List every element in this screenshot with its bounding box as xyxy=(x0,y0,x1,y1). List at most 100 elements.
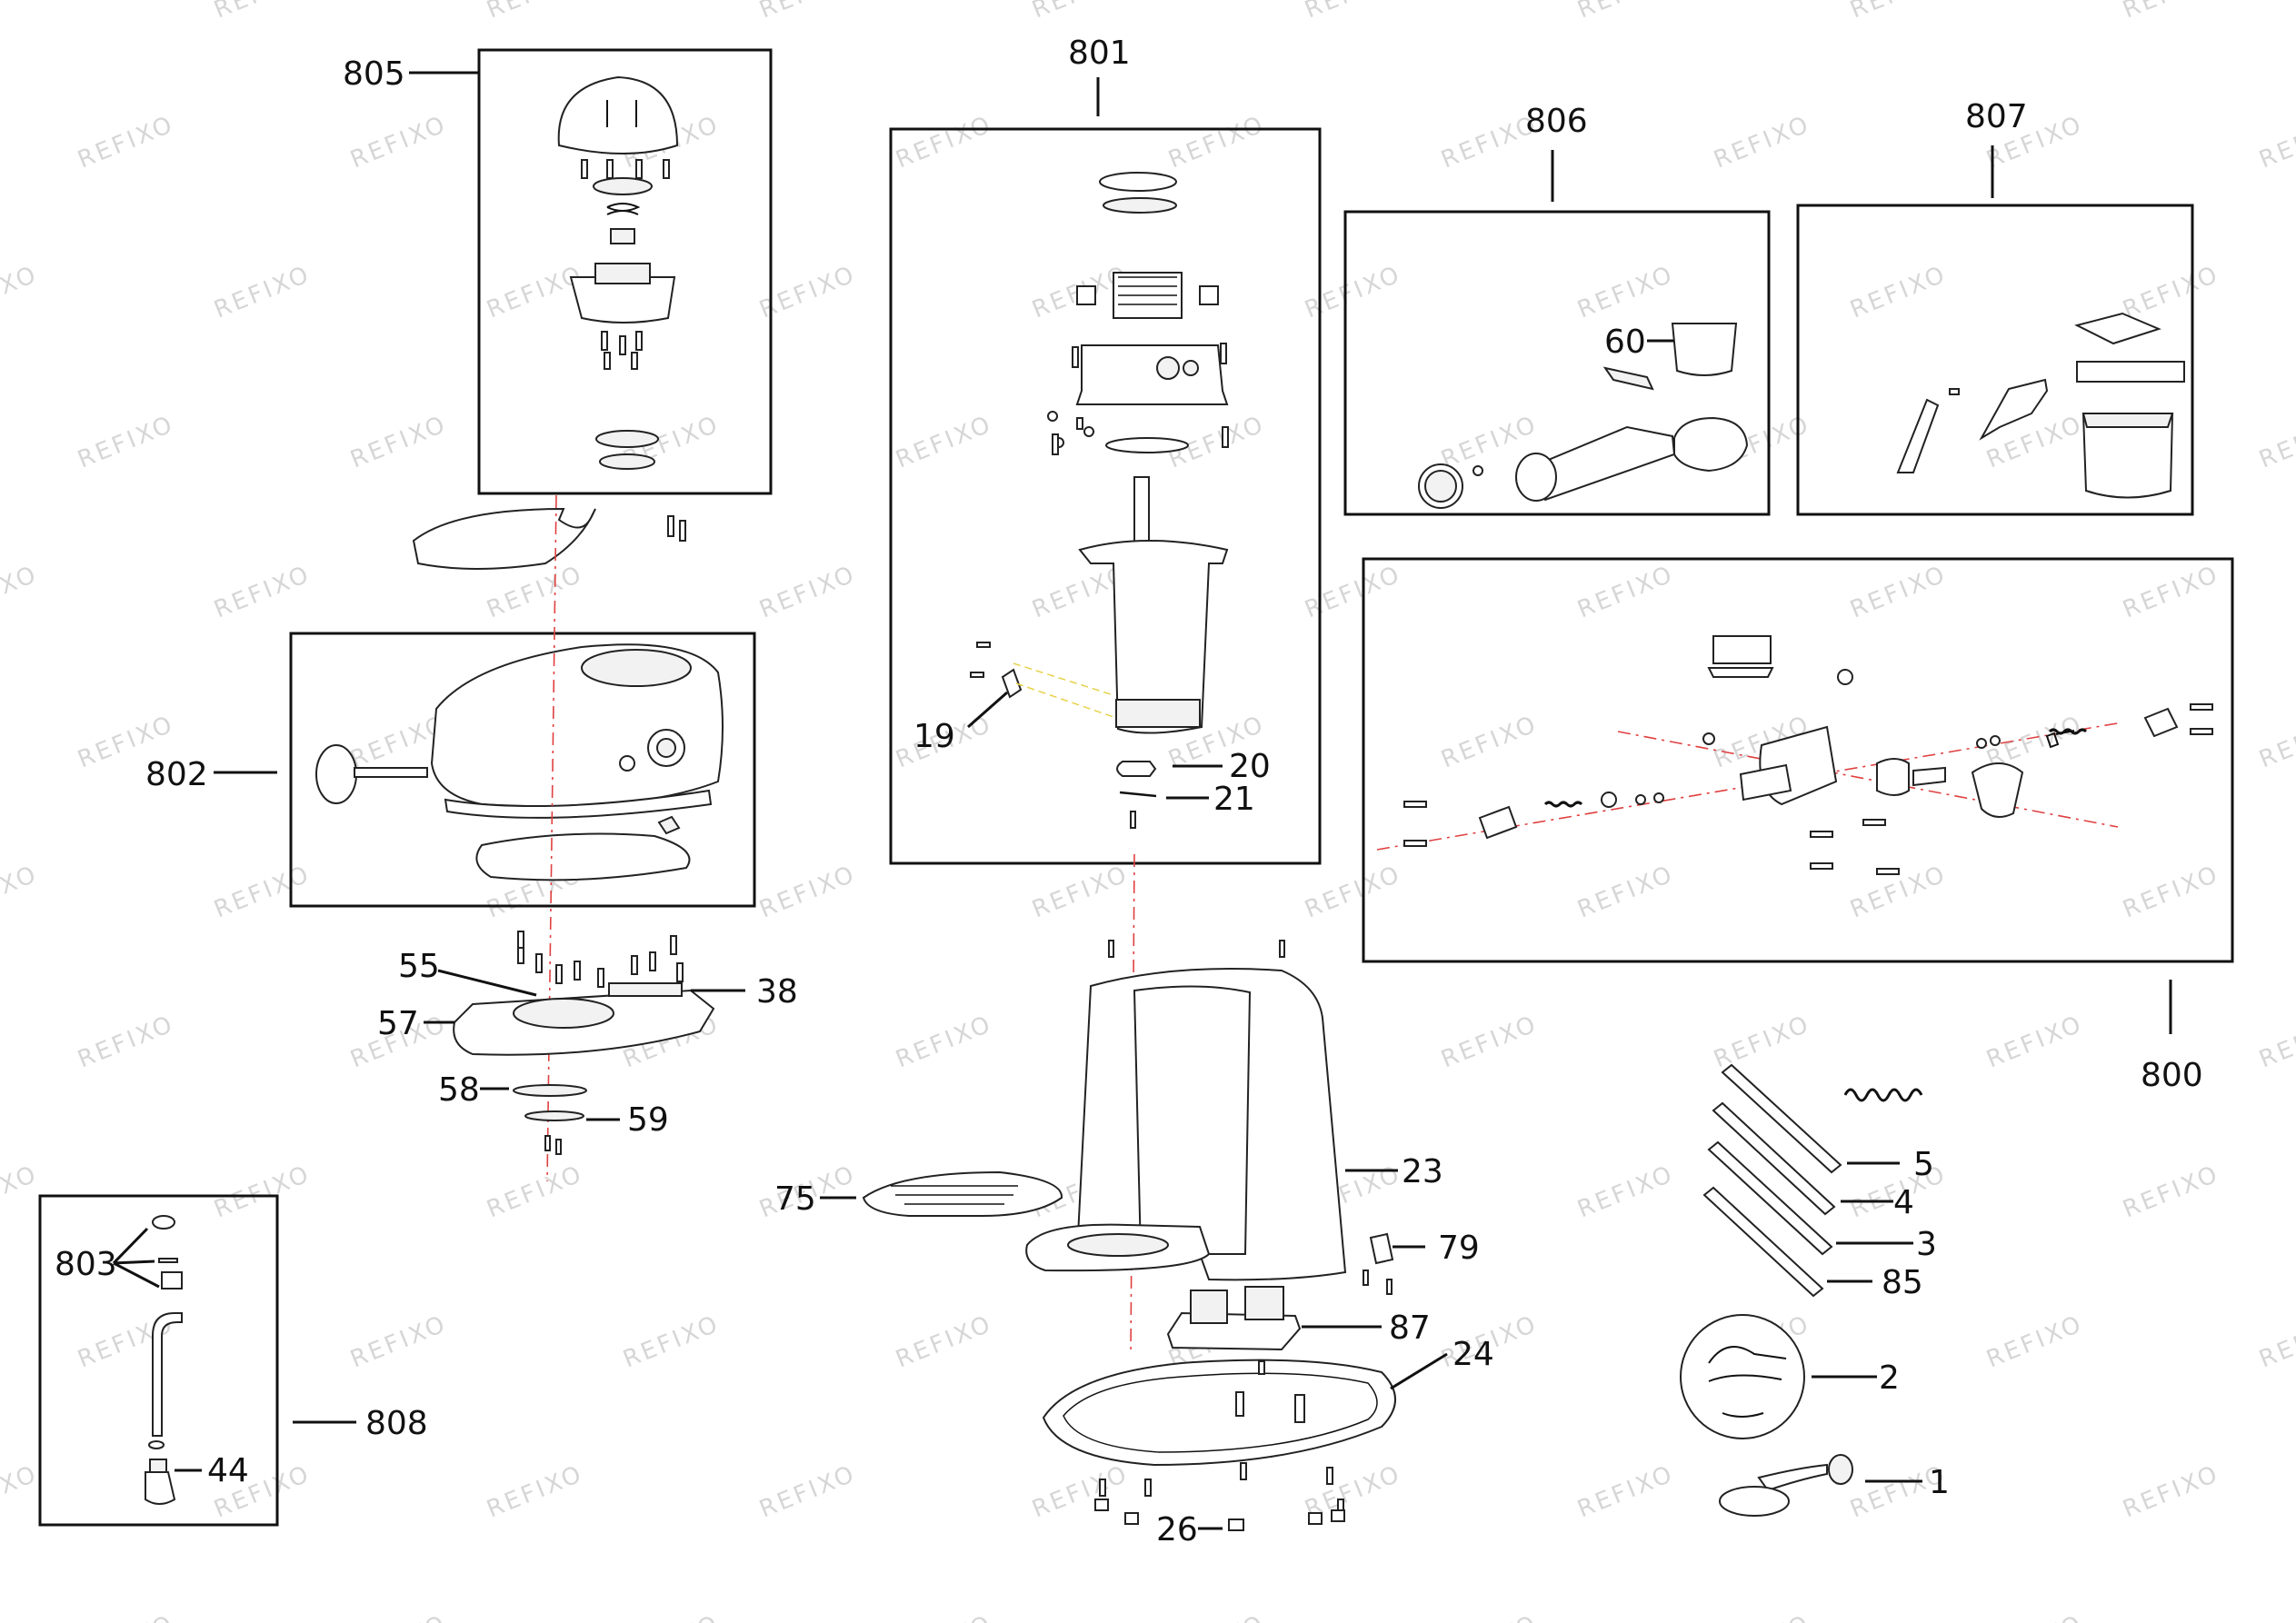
part-water-tank xyxy=(2081,413,2174,499)
part-handle-right xyxy=(1979,378,2049,441)
leader-24 xyxy=(1390,1352,1448,1390)
box-806-portafilter-group xyxy=(1343,210,1771,516)
watermark-text: REFIXO xyxy=(74,411,178,474)
watermark-text: REFIXO xyxy=(1982,1310,2087,1374)
watermark-text: REFIXO xyxy=(1437,711,1542,774)
part-87-module xyxy=(1166,1286,1302,1351)
part-lid-screws xyxy=(667,515,686,542)
part-bushing xyxy=(610,228,635,244)
watermark-text: REFIXO xyxy=(1710,1011,1814,1074)
watermark-text: REFIXO xyxy=(1573,1160,1678,1224)
watermark-text: REFIXO xyxy=(2119,0,2223,24)
watermark-text: REFIXO xyxy=(1710,111,1814,174)
main-housing-assembly xyxy=(862,940,1394,1295)
label-85: 85 xyxy=(1882,1264,1923,1301)
label-802: 802 xyxy=(145,756,208,793)
watermark-text: REFIXO xyxy=(2119,861,2223,924)
part-bottom-base xyxy=(1042,1359,1396,1467)
watermark-text: REFIXO xyxy=(1982,1610,2087,1623)
watermark-text: REFIXO xyxy=(755,1460,860,1524)
watermark-text: REFIXO xyxy=(892,1310,996,1374)
part-lower-disc xyxy=(595,430,659,448)
watermark-text: REFIXO xyxy=(892,1610,996,1623)
watermark-text: REFIXO xyxy=(0,0,42,24)
label-808: 808 xyxy=(365,1405,428,1442)
part-lower-washer xyxy=(599,453,655,470)
label-60: 60 xyxy=(1604,324,1646,361)
label-44: 44 xyxy=(207,1452,249,1489)
watermark-text: REFIXO xyxy=(892,111,996,174)
label-803: 803 xyxy=(55,1246,117,1283)
part-bracket-19 xyxy=(1001,668,1023,699)
watermark-text: REFIXO xyxy=(483,261,587,324)
part-plate-59 xyxy=(524,1110,584,1121)
part-drip-tray xyxy=(862,1170,1063,1217)
watermark-text: REFIXO xyxy=(210,261,314,324)
watermark-text: REFIXO xyxy=(483,561,587,624)
label-806: 806 xyxy=(1525,103,1588,140)
watermark-text: REFIXO xyxy=(0,261,42,324)
part-valve-knob-seat xyxy=(1876,758,1910,796)
watermark-text: REFIXO xyxy=(483,1460,587,1524)
label-2: 2 xyxy=(1879,1359,1900,1397)
watermark-text: REFIXO xyxy=(346,1610,451,1623)
part-top-lid xyxy=(412,507,596,570)
box-805-top-cap-group xyxy=(477,48,773,495)
watermark-text: REFIXO xyxy=(483,0,587,24)
label-24: 24 xyxy=(1452,1336,1494,1373)
part-79 xyxy=(1369,1232,1394,1265)
part-scoop-handle xyxy=(1757,1463,1828,1492)
label-5: 5 xyxy=(1913,1146,1934,1183)
part-boiler-screws xyxy=(1047,343,1229,455)
watermark-text: REFIXO xyxy=(1573,1460,1678,1524)
part-retainer-ring xyxy=(593,177,653,195)
watermark-text: REFIXO xyxy=(0,1160,42,1224)
watermark-text: REFIXO xyxy=(1437,1610,1542,1623)
watermark-text: REFIXO xyxy=(74,1011,178,1074)
part-plate-screws xyxy=(517,931,684,988)
box-807-water-tank-group xyxy=(1796,204,2194,516)
watermark-text: REFIXO xyxy=(210,1160,314,1224)
watermark-text: REFIXO xyxy=(2255,411,2296,474)
watermark-text: REFIXO xyxy=(1028,0,1133,24)
part-spring xyxy=(1843,1088,1923,1102)
watermark-text: REFIXO xyxy=(1028,861,1133,924)
label-807: 807 xyxy=(1965,98,2028,135)
part-clip-20 xyxy=(1116,761,1157,777)
watermark-text: REFIXO xyxy=(210,561,314,624)
label-21: 21 xyxy=(1213,781,1255,818)
group-box-807 xyxy=(1796,204,2194,516)
label-4: 4 xyxy=(1893,1184,1914,1221)
part-tank-lid xyxy=(2074,312,2161,345)
label-59: 59 xyxy=(627,1101,669,1139)
watermark-text: REFIXO xyxy=(1301,0,1405,24)
part-cap-screws xyxy=(581,159,670,179)
part-steam-pipe xyxy=(152,1312,183,1437)
watermark-text: REFIXO xyxy=(2119,261,2223,324)
label-801: 801 xyxy=(1068,35,1131,72)
watermark-text: REFIXO xyxy=(483,1160,587,1224)
part-plate-58 xyxy=(513,1084,587,1097)
label-3: 3 xyxy=(1916,1226,1937,1263)
watermark-text: REFIXO xyxy=(619,1310,724,1374)
label-75: 75 xyxy=(774,1180,816,1218)
label-58: 58 xyxy=(438,1071,480,1109)
watermark-text: REFIXO xyxy=(1028,1460,1133,1524)
watermark-text: REFIXO xyxy=(0,561,42,624)
group-box-805 xyxy=(477,48,773,495)
watermark-text: REFIXO xyxy=(755,861,860,924)
part-valve-screws xyxy=(1403,703,2213,875)
label-57: 57 xyxy=(377,1005,419,1042)
watermark-text: REFIXO xyxy=(755,0,860,24)
watermark-text: REFIXO xyxy=(1164,111,1269,174)
watermark-text: REFIXO xyxy=(1164,1610,1269,1623)
part-base-gasket xyxy=(475,832,691,881)
box-802-housing-group xyxy=(289,632,756,908)
loose-parts-group xyxy=(1680,1063,1923,1517)
part-filter-basket xyxy=(1671,323,1738,376)
part-scoop xyxy=(1719,1486,1790,1517)
label-805: 805 xyxy=(343,55,405,93)
watermark-text: REFIXO xyxy=(74,111,178,174)
part-handle-left xyxy=(1896,398,1940,473)
watermark-text: REFIXO xyxy=(2255,1610,2296,1623)
